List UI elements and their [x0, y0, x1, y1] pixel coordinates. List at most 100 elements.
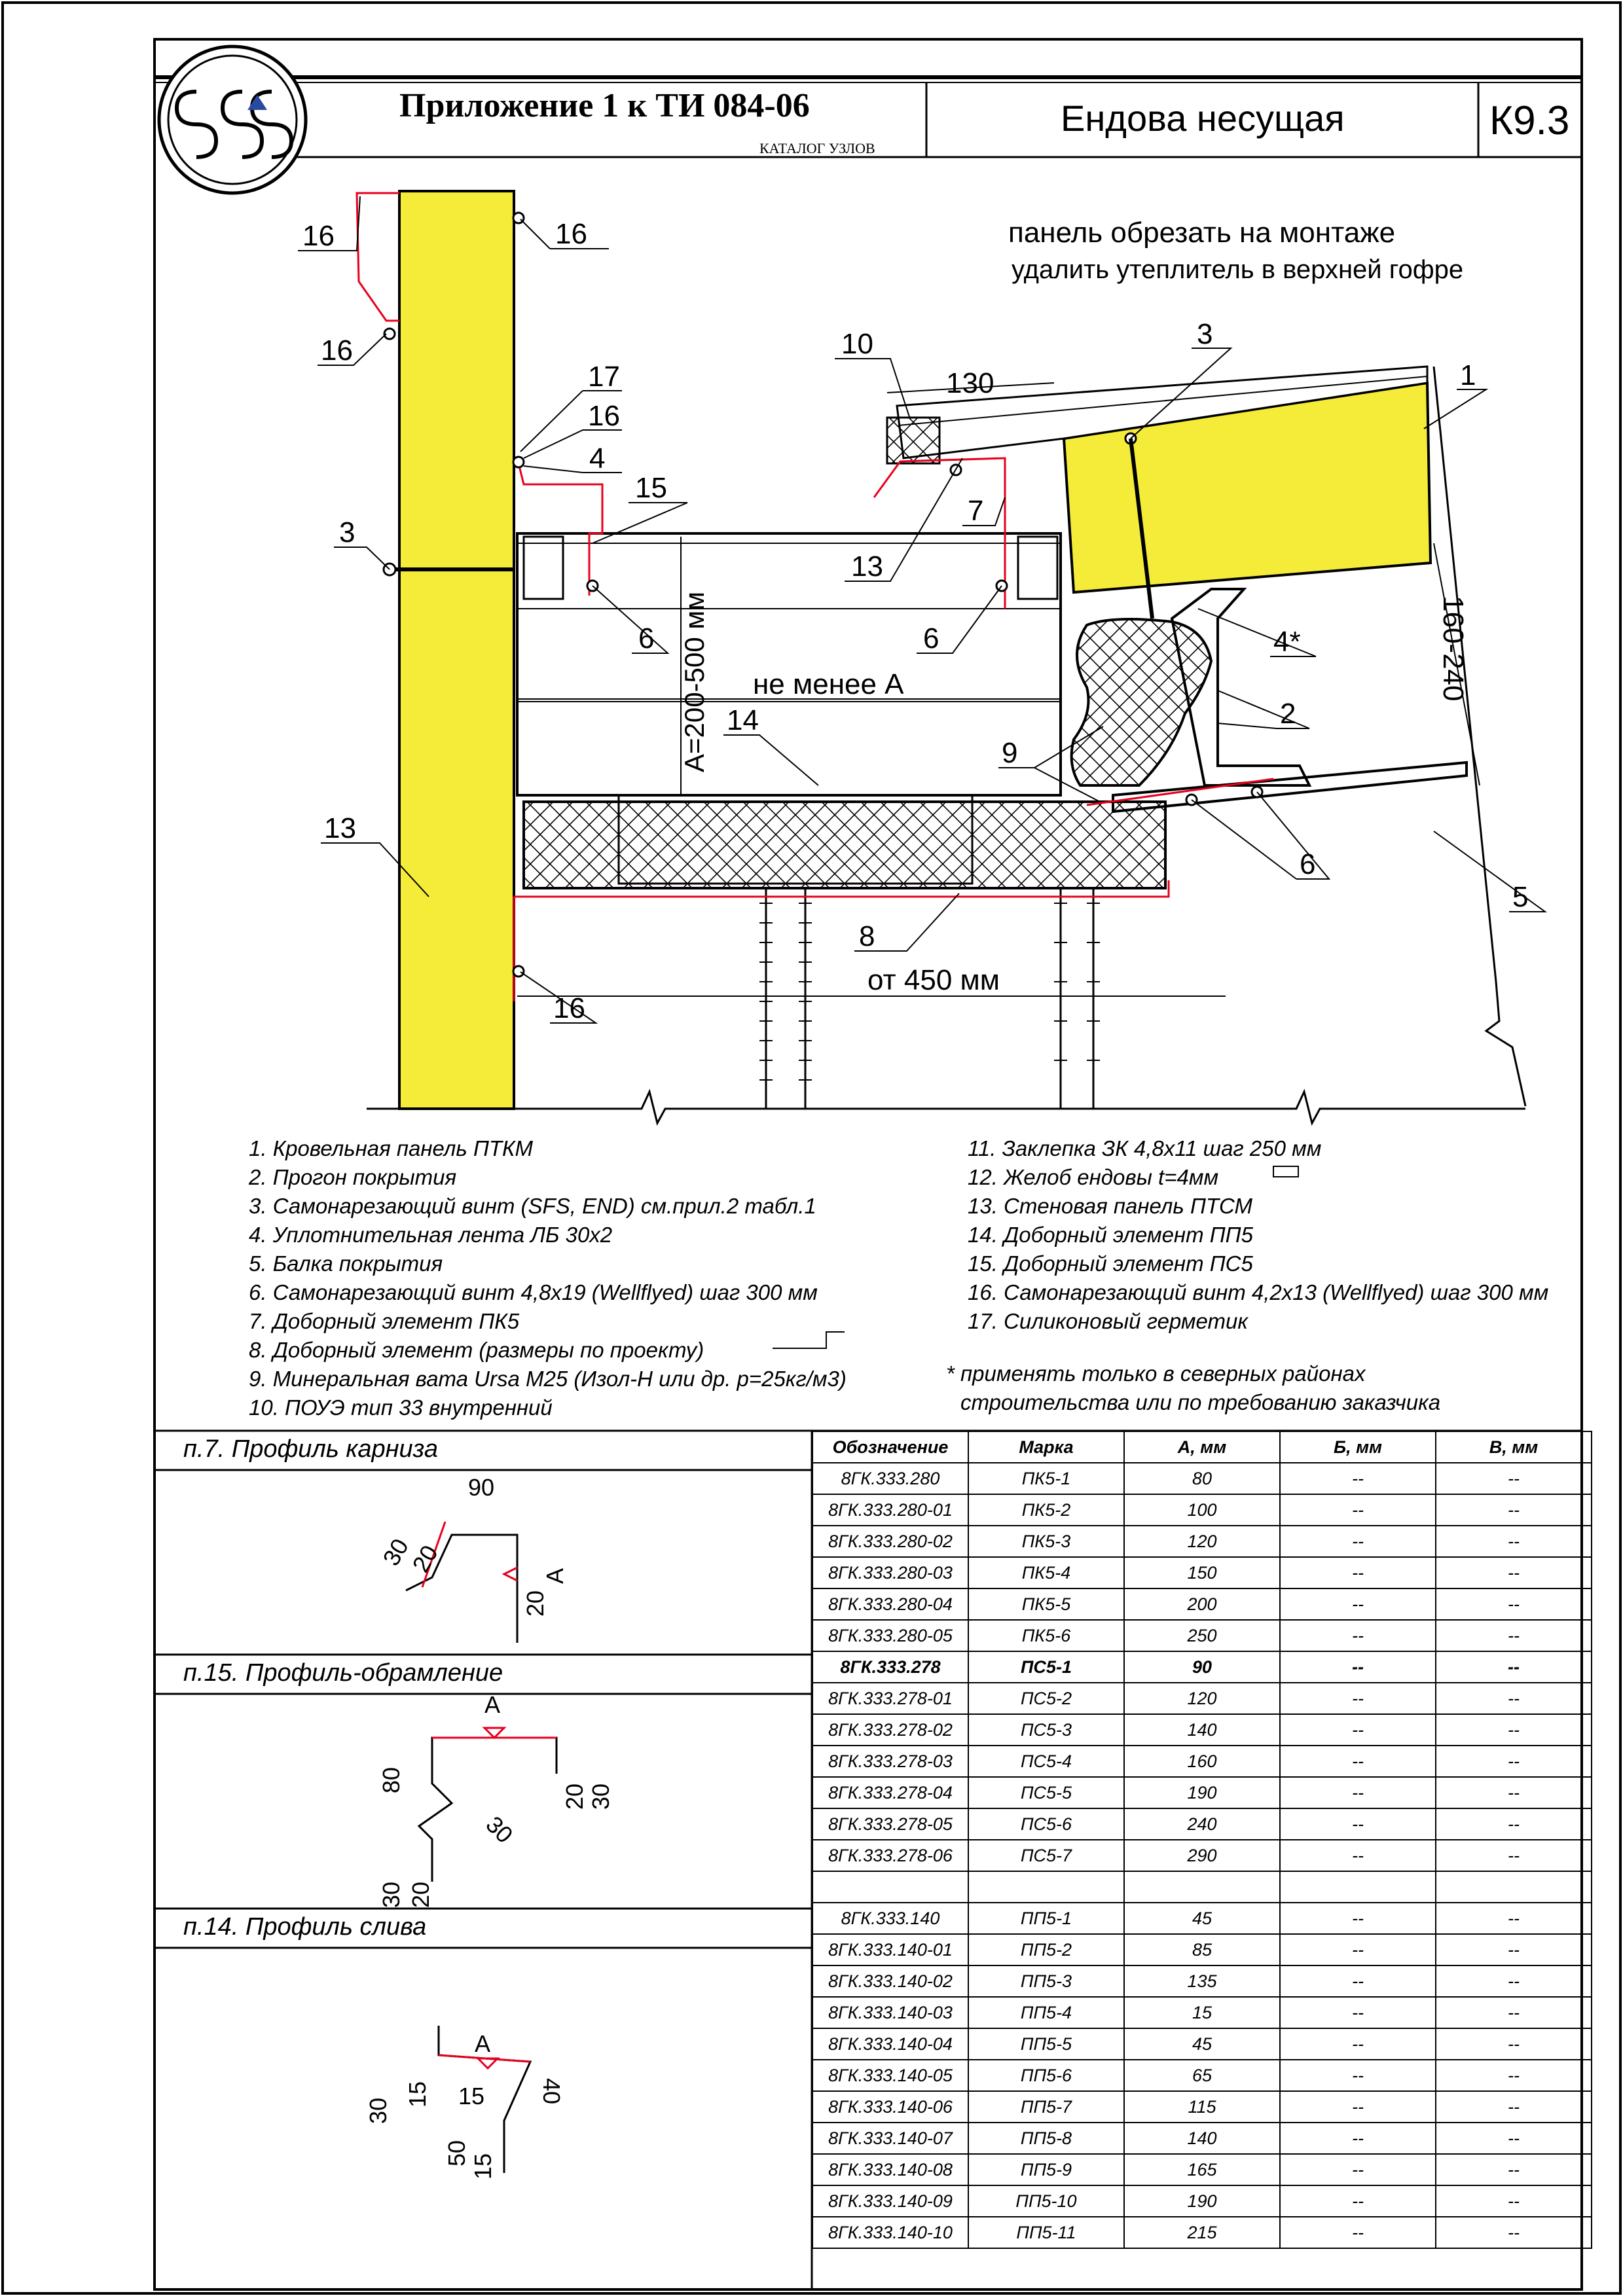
table-cell: --: [1279, 1965, 1436, 1998]
insulation-block: [1070, 618, 1213, 787]
callout-2: 2: [1280, 698, 1296, 730]
legend-item: 1. Кровельная панель ПТКМ: [249, 1136, 533, 1160]
callout-8: 8: [859, 920, 875, 952]
callout-9: 9: [1002, 737, 1017, 769]
table-cell: ПП5-8: [968, 2122, 1125, 2155]
table-cell: --: [1435, 1651, 1592, 1683]
table-cell: 8ГК.333.278-06: [812, 1839, 969, 1872]
table-cell: 8ГК.333.278-05: [812, 1808, 969, 1840]
table-cell: --: [1279, 2059, 1436, 2092]
sheet-code: К9.3: [1489, 98, 1569, 143]
callout-13: 13: [324, 812, 356, 844]
table-cell: [968, 1871, 1125, 1903]
table-cell: 80: [1123, 1462, 1281, 1495]
callout-3b: 3: [1197, 318, 1213, 350]
footnote-line: * применять только в северных районах: [946, 1361, 1366, 1386]
profile-p14-sketch: А 30 15 15 40 50 15: [365, 2026, 565, 2179]
col-header: А, мм: [1123, 1431, 1281, 1463]
table-cell: 135: [1123, 1965, 1281, 1998]
table-cell: ПП5-9: [968, 2153, 1125, 2186]
p14-dim-40: 40: [538, 2078, 565, 2104]
p7-dim-20a: 20: [407, 1541, 443, 1577]
legend-item: 8. Доборный элемент (размеры по проекту): [249, 1338, 704, 1362]
col-header: Марка: [968, 1431, 1125, 1463]
table-cell: --: [1435, 2028, 1592, 2060]
table-cell: ПП5-5: [968, 2028, 1125, 2060]
note-trim-panel: панель обрезать на монтаже: [1008, 217, 1395, 249]
wall-panel: [398, 190, 515, 1110]
legend-item: 10. ПОУЭ тип 33 внутренний: [249, 1395, 553, 1420]
table-cell: --: [1435, 1902, 1592, 1935]
p15-dim-a: А: [484, 1691, 500, 1718]
table-cell: --: [1279, 2185, 1436, 2217]
table-cell: ПК5-3: [968, 1525, 1125, 1558]
col-header: Обозначение: [812, 1431, 969, 1463]
callout-12: 14: [727, 704, 759, 736]
table-cell: 8ГК.333.140-05: [812, 2059, 969, 2092]
table-cell: 8ГК.333.280-05: [812, 1619, 969, 1652]
table-cell: ПС5-3: [968, 1713, 1125, 1746]
callouts: 16 16 16 17 16 4 15 3 6 6 10 3 1 7 13 4*…: [302, 218, 1528, 1024]
table-cell: --: [1279, 1933, 1436, 1966]
table-cell: --: [1435, 1556, 1592, 1589]
table-cell: ПП5-1: [968, 1902, 1125, 1935]
table-row: [812, 1871, 1592, 1903]
callout-6b: 6: [923, 622, 939, 655]
callout-16b: 16: [321, 334, 353, 367]
table-cell: --: [1279, 1902, 1436, 1935]
col-header: Б, мм: [1279, 1431, 1436, 1463]
table-cell: ПП5-6: [968, 2059, 1125, 2092]
table-cell: ПК5-6: [968, 1619, 1125, 1652]
legend-item: 9. Минеральная вата Ursa M25 (Изол-Н или…: [249, 1367, 847, 1391]
table-cell: 8ГК.333.280-02: [812, 1525, 969, 1558]
gutter-channel: [516, 532, 1062, 797]
p14-dim-50: 50: [443, 2140, 470, 2166]
table-cell: 8ГК.333.140-07: [812, 2122, 969, 2155]
table-cell: 15: [1123, 1996, 1281, 2029]
profile-p7-title: п.7. Профиль карниза: [183, 1435, 438, 1463]
table-cell: --: [1279, 1839, 1436, 1872]
table-cell: 8ГК.333.280-03: [812, 1556, 969, 1589]
table-cell: 45: [1123, 2028, 1281, 2060]
table-cell: --: [1435, 2185, 1592, 2217]
table-cell: 8ГК.333.278-03: [812, 1745, 969, 1778]
table-cell: 290: [1123, 1839, 1281, 1872]
legend-left: 1. Кровельная панель ПТКМ 2. Прогон покр…: [249, 1134, 847, 1422]
table-cell: --: [1279, 1462, 1436, 1495]
profile-p7-sketch: 90 30 20 20 А: [377, 1474, 568, 1643]
table-cell: 100: [1123, 1494, 1281, 1526]
p15-dim-80: 80: [378, 1767, 405, 1793]
legend-item: 2. Прогон покрытия: [249, 1165, 457, 1189]
p14-dim-a: А: [475, 2030, 490, 2057]
table-cell: --: [1435, 1682, 1592, 1715]
table-cell: --: [1435, 1839, 1592, 1872]
callout-3a: 3: [339, 516, 355, 548]
table-cell: --: [1435, 2153, 1592, 2186]
table-cell: [1435, 1871, 1592, 1903]
table-header-row: Обозначение Марка А, мм Б, мм В, мм: [812, 1431, 1592, 1463]
table-cell: ПК5-1: [968, 1462, 1125, 1495]
callout-10: 10: [841, 328, 873, 360]
table-cell: 45: [1123, 1902, 1281, 1935]
table-cell: 65: [1123, 2059, 1281, 2092]
callout-17: 17: [588, 361, 620, 393]
table-cell: --: [1435, 1494, 1592, 1526]
callout-7: 7: [968, 495, 983, 527]
callout-4star: 4*: [1273, 626, 1301, 658]
table-cell: --: [1435, 1713, 1592, 1746]
callout-4: 4: [589, 442, 605, 475]
p15-dim-30b: 30: [481, 1811, 518, 1848]
table-cell: ПП5-3: [968, 1965, 1125, 1998]
inner-frame: [153, 38, 1583, 2291]
footnote-line: строительства или по требованию заказчик…: [960, 1390, 1441, 1414]
table-cell: 200: [1123, 1588, 1281, 1621]
p14-dim-15c: 15: [469, 2153, 496, 2179]
table-cell: --: [1435, 2216, 1592, 2249]
legend-item: 16. Самонарезающий винт 4,2х13 (Wellflye…: [968, 1280, 1549, 1304]
table-cell: --: [1435, 1996, 1592, 2029]
